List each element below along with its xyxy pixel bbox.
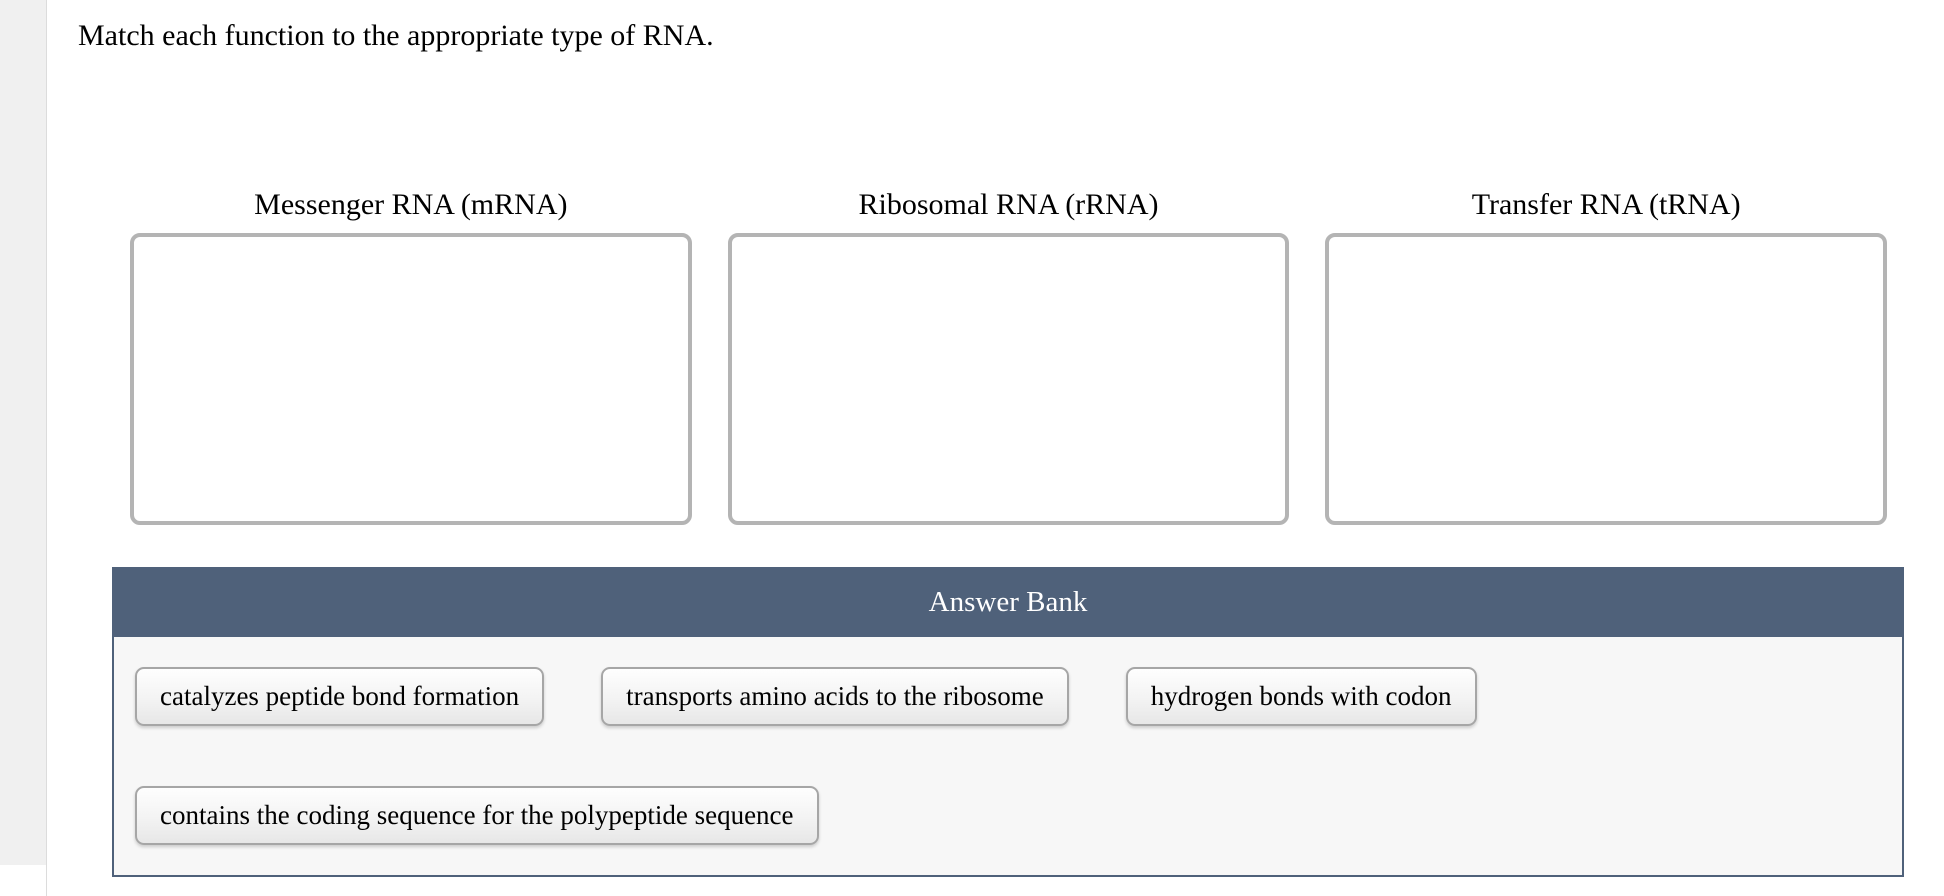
rna-category-0: Messenger RNA (mRNA) (130, 186, 692, 525)
rna-category-label: Transfer RNA (tRNA) (1471, 188, 1741, 221)
answer-bank-row: catalyzes peptide bond formation transpo… (135, 667, 1882, 726)
rna-drop-zone[interactable] (727, 233, 1290, 525)
rna-category-label: Messenger RNA (mRNA) (254, 188, 568, 221)
rna-category-label: Ribosomal RNA (rRNA) (858, 188, 1159, 221)
answer-chip[interactable]: contains the coding sequence for the pol… (135, 786, 819, 845)
rna-category-2: Transfer RNA (tRNA) (1325, 186, 1888, 525)
answer-bank-header: Answer Bank (112, 567, 1904, 637)
left-gutter (0, 0, 46, 865)
answer-chip[interactable]: transports amino acids to the ribosome (601, 667, 1069, 726)
answer-chip[interactable]: catalyzes peptide bond formation (135, 667, 545, 726)
answer-chip[interactable]: hydrogen bonds with codon (1125, 667, 1477, 726)
rna-drop-zone[interactable] (130, 233, 692, 525)
answer-bank-body: catalyzes peptide bond formation transpo… (112, 637, 1904, 877)
content-left-border (46, 0, 47, 896)
answer-bank: Answer Bank catalyzes peptide bond forma… (112, 567, 1904, 877)
answer-bank-row: contains the coding sequence for the pol… (135, 786, 1882, 845)
drop-target-row: Messenger RNA (mRNA) Ribosomal RNA (rRNA… (130, 186, 1888, 525)
rna-drop-zone[interactable] (1325, 233, 1888, 525)
rna-category-1: Ribosomal RNA (rRNA) (727, 186, 1290, 525)
question-prompt: Match each function to the appropriate t… (78, 19, 714, 52)
question-content: Match each function to the appropriate t… (47, 0, 1944, 896)
